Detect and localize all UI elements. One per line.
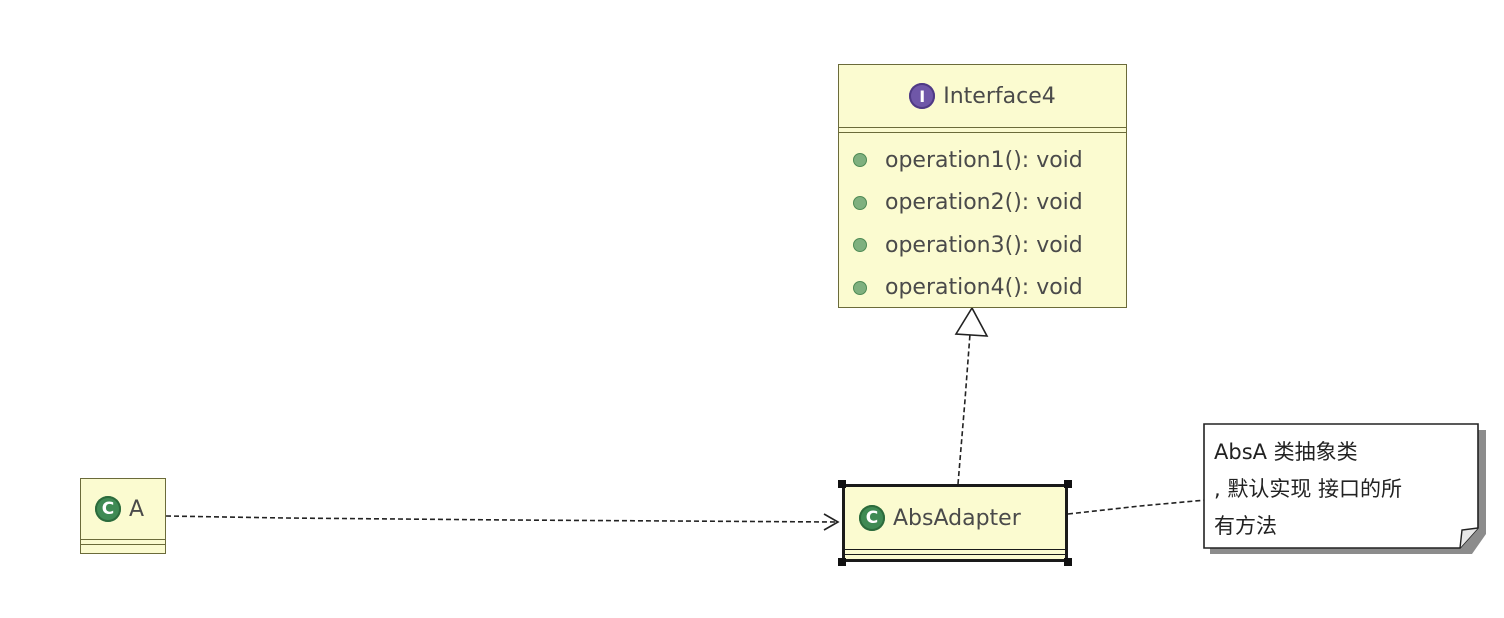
note-line: AbsA 类抽象类 bbox=[1214, 440, 1358, 464]
operation-row[interactable]: operation2(): void bbox=[839, 182, 1126, 225]
absadapter-header: C AbsAdapter bbox=[845, 487, 1065, 549]
dependency-line-a-to-absadapter[interactable] bbox=[165, 515, 837, 523]
class-a-name: A bbox=[129, 496, 145, 522]
operation-signature: operation1(): void bbox=[885, 147, 1083, 173]
interface4-operations: operation1(): void operation2(): void op… bbox=[839, 133, 1126, 309]
selection-handle-bottom-right[interactable] bbox=[1064, 558, 1072, 566]
operation-row[interactable]: operation3(): void bbox=[839, 224, 1126, 267]
class-icon: C bbox=[95, 496, 121, 522]
absadapter-name: AbsAdapter bbox=[893, 505, 1021, 531]
comment-note[interactable]: AbsA 类抽象类 , 默认实现 接口的所 有方法 bbox=[1204, 424, 1480, 548]
public-method-icon bbox=[853, 195, 867, 210]
operation-signature: operation2(): void bbox=[885, 190, 1083, 216]
operation-row[interactable]: operation1(): void bbox=[839, 139, 1126, 182]
realization-line-absadapter-to-interface4[interactable] bbox=[957, 333, 971, 485]
class-a-separator bbox=[81, 539, 165, 545]
operation-row[interactable]: operation4(): void bbox=[839, 267, 1126, 310]
note-text: AbsA 类抽象类 , 默认实现 接口的所 有方法 bbox=[1214, 434, 1464, 545]
interface-icon: I bbox=[909, 83, 936, 109]
interface4-header: I Interface4 bbox=[839, 65, 1126, 127]
interface4-separator bbox=[839, 127, 1126, 133]
selection-handle-top-left[interactable] bbox=[838, 480, 846, 488]
selection-handle-top-right[interactable] bbox=[1064, 480, 1072, 488]
absadapter-box[interactable]: C AbsAdapter bbox=[842, 484, 1068, 562]
selection-handle-bottom-left[interactable] bbox=[838, 558, 846, 566]
interface4-name: Interface4 bbox=[943, 83, 1056, 109]
public-method-icon bbox=[853, 153, 867, 168]
public-method-icon bbox=[853, 280, 867, 295]
class-a-header: C A bbox=[81, 479, 165, 539]
class-icon: C bbox=[859, 505, 885, 531]
interface4-box[interactable]: I Interface4 operation1(): void operatio… bbox=[838, 64, 1127, 308]
dependency-arrowhead bbox=[823, 513, 840, 531]
absadapter-separator bbox=[845, 549, 1065, 555]
operation-signature: operation3(): void bbox=[885, 232, 1083, 258]
public-method-icon bbox=[853, 238, 867, 253]
operation-signature: operation4(): void bbox=[885, 275, 1083, 301]
realization-arrowhead bbox=[954, 306, 989, 337]
note-line: , 默认实现 接口的所 bbox=[1214, 477, 1403, 501]
note-line: 有方法 bbox=[1214, 514, 1277, 538]
note-anchor-line[interactable] bbox=[1067, 499, 1207, 515]
class-a-box[interactable]: C A bbox=[80, 478, 166, 554]
